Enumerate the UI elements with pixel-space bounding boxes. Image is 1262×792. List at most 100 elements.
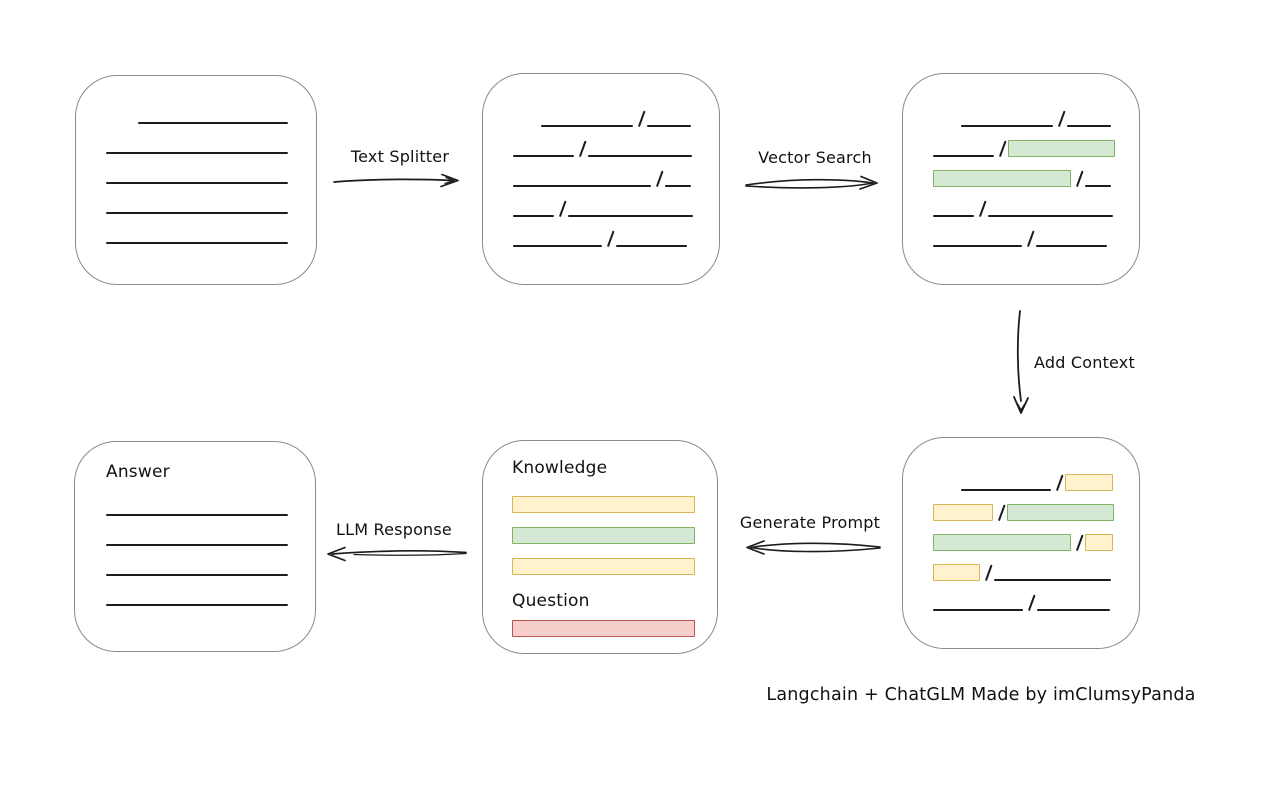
chunk-bar-green: [1007, 504, 1114, 521]
answer-node: Answer: [74, 441, 316, 652]
slash-icon: [998, 140, 1007, 158]
chunk-row: [933, 551, 1139, 582]
knowledge-bar-green: [512, 527, 695, 544]
text-line: [106, 212, 288, 214]
chunk-bar-green: [933, 534, 1071, 551]
caption: Langchain + ChatGLM Made by imClumsyPand…: [766, 685, 1196, 705]
down-arrow-icon: [1013, 310, 1029, 414]
text-line: [961, 489, 1051, 491]
text-splitter-label: Text Splitter: [350, 147, 450, 166]
chunk-row: [513, 157, 719, 188]
line-row: [106, 516, 315, 546]
slash-icon: [997, 504, 1006, 522]
chunk-bar-green: [933, 170, 1071, 187]
chunk-row: [513, 187, 719, 218]
knowledge-bar-yellow-1: [512, 496, 695, 513]
text-line: [1036, 245, 1107, 247]
line-row: [106, 124, 316, 154]
text-line: [1085, 185, 1111, 187]
text-line: [106, 182, 288, 184]
text-splitter-arrow-group: Text Splitter: [330, 147, 470, 190]
text-line: [138, 122, 288, 124]
line-row: [106, 546, 315, 576]
right-arrow-icon: [745, 175, 878, 190]
text-line: [1037, 609, 1110, 611]
generate-prompt-arrow-group: Generate Prompt: [736, 513, 884, 558]
split-chunks-node: [482, 73, 720, 285]
knowledge-label: Knowledge: [512, 458, 608, 478]
vector-search-arrow-group: Vector Search: [742, 148, 888, 193]
slash-icon: [558, 200, 567, 218]
matched-chunks-node: [902, 73, 1140, 285]
text-line: [106, 152, 288, 154]
slash-icon: [978, 200, 987, 218]
text-line: [933, 245, 1022, 247]
line-row: [106, 94, 316, 124]
line-row: [106, 184, 316, 214]
slash-icon: [984, 564, 993, 582]
question-bar-red: [512, 620, 695, 637]
slash-icon: [655, 170, 664, 188]
text-line: [106, 574, 288, 576]
slash-icon: [1075, 534, 1084, 552]
text-line: [616, 245, 687, 247]
text-line: [513, 155, 574, 157]
line-row: [106, 486, 315, 516]
text-line: [513, 245, 602, 247]
chunk-row: [933, 127, 1139, 158]
knowledge-bar-yellow-2: [512, 558, 695, 575]
chunk-row: [933, 217, 1139, 248]
chunk-row: [541, 97, 719, 128]
slash-icon: [578, 140, 587, 158]
text-line: [106, 514, 288, 516]
slash-icon: [1026, 230, 1035, 248]
chunk-row: [933, 521, 1139, 552]
chunk-row: [933, 581, 1139, 612]
text-line: [933, 155, 994, 157]
chunk-row: [961, 97, 1139, 128]
chunk-row: [513, 127, 719, 158]
chunk-bar-yellow: [1065, 474, 1113, 491]
chunk-rows: [483, 74, 719, 248]
slash-icon: [1055, 474, 1064, 492]
chunk-row: [961, 461, 1139, 492]
prompt-content: Knowledge Question: [483, 441, 717, 637]
left-arrow-icon: [327, 546, 467, 562]
text-line: [106, 242, 288, 244]
text-line: [106, 604, 288, 606]
chunk-rows: [903, 438, 1139, 612]
generate-prompt-label: Generate Prompt: [739, 513, 881, 532]
right-arrow-icon: [333, 173, 459, 188]
left-arrow-icon: [746, 540, 881, 555]
chunk-row: [933, 157, 1139, 188]
chunk-row: [513, 217, 719, 248]
text-line: [988, 215, 1113, 217]
text-line: [665, 185, 691, 187]
text-line: [106, 544, 288, 546]
slash-icon: [1057, 110, 1066, 128]
line-row: [106, 576, 315, 606]
prompt-node: Knowledge Question: [482, 440, 718, 654]
text-line: [541, 125, 633, 127]
text-line: [933, 609, 1023, 611]
context-chunks-node: [902, 437, 1140, 649]
chunk-bar-yellow: [933, 504, 993, 521]
text-line: [933, 215, 974, 217]
llm-response-arrow-group: LLM Response: [320, 520, 468, 563]
chunk-rows: [903, 74, 1139, 248]
text-line: [588, 155, 692, 157]
text-line: [513, 215, 554, 217]
chunk-row: [933, 187, 1139, 218]
slash-icon: [606, 230, 615, 248]
text-line: [994, 579, 1111, 581]
vector-search-label: Vector Search: [758, 148, 872, 167]
chunk-row: [933, 491, 1139, 522]
line-row: [106, 154, 316, 184]
source-document-node: [75, 75, 317, 285]
add-context-label: Add Context: [1034, 353, 1135, 372]
answer-label: Answer: [106, 462, 170, 482]
text-line: [513, 185, 651, 187]
text-line: [961, 125, 1053, 127]
answer-lines: [106, 486, 315, 606]
